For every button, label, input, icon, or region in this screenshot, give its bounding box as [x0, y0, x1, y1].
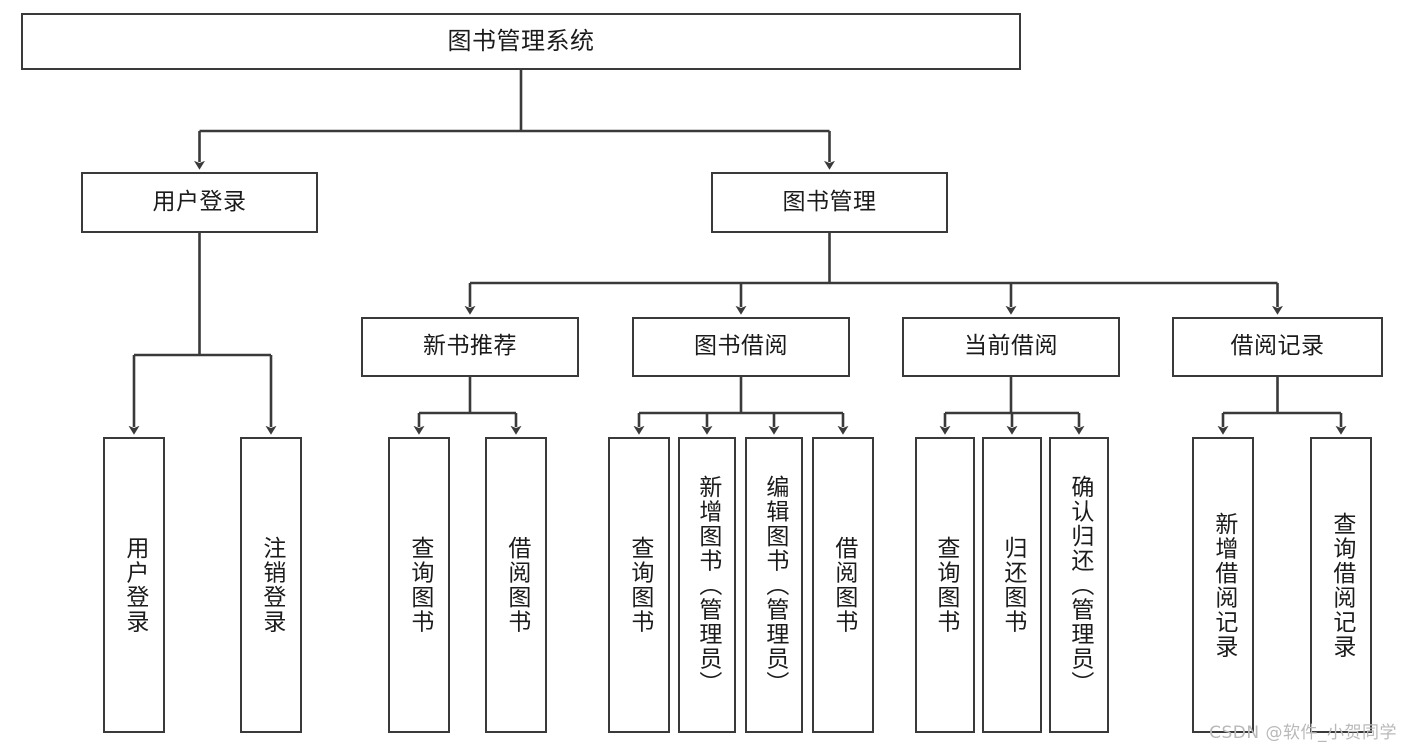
node-leaf-borrow-add[interactable]: 新增图书（管理员） — [678, 437, 736, 733]
node-leaf-cur-return[interactable]: 归还图书 — [982, 437, 1042, 733]
node-leaf-rec-search[interactable]: 查询借阅记录 — [1310, 437, 1372, 733]
node-current-borrow[interactable]: 当前借阅 — [902, 317, 1120, 377]
node-leaf-cur-query-label: 查询图书 — [932, 536, 959, 634]
node-leaf-cur-return-label: 归还图书 — [999, 536, 1026, 634]
node-leaf-rec-query-label: 查询图书 — [406, 536, 433, 634]
watermark: CSDN @软件_小贺同学 — [1209, 723, 1397, 743]
node-user-login[interactable]: 用户登录 — [81, 172, 318, 233]
node-leaf-rec-search-label: 查询借阅记录 — [1328, 511, 1355, 659]
node-user-login-label: 用户登录 — [152, 188, 247, 215]
node-leaf-borrow-query[interactable]: 查询图书 — [608, 437, 670, 733]
node-new-book-rec[interactable]: 新书推荐 — [361, 317, 579, 377]
node-leaf-cur-confirm[interactable]: 确认归还（管理员） — [1049, 437, 1109, 733]
node-borrow-record[interactable]: 借阅记录 — [1172, 317, 1383, 377]
node-borrow-record-label: 借阅记录 — [1230, 333, 1325, 360]
node-leaf-borrow-edit-label: 编辑图书（管理员） — [761, 474, 788, 696]
node-leaf-rec-query[interactable]: 查询图书 — [388, 437, 450, 733]
node-leaf-logout[interactable]: 注销登录 — [240, 437, 302, 733]
node-leaf-user-login[interactable]: 用户登录 — [103, 437, 165, 733]
node-leaf-borrow-do-label: 借阅图书 — [830, 536, 857, 634]
node-book-manage-label: 图书管理 — [782, 188, 877, 215]
node-leaf-rec-add-label: 新增借阅记录 — [1210, 511, 1237, 659]
node-leaf-logout-label: 注销登录 — [258, 536, 285, 634]
node-leaf-user-login-label: 用户登录 — [121, 536, 148, 634]
node-leaf-rec-borrow-label: 借阅图书 — [503, 536, 530, 634]
node-leaf-cur-query[interactable]: 查询图书 — [915, 437, 975, 733]
node-leaf-borrow-do[interactable]: 借阅图书 — [812, 437, 874, 733]
node-leaf-rec-borrow[interactable]: 借阅图书 — [485, 437, 547, 733]
node-leaf-borrow-add-label: 新增图书（管理员） — [694, 474, 721, 696]
node-root[interactable]: 图书管理系统 — [21, 13, 1021, 70]
node-leaf-rec-add[interactable]: 新增借阅记录 — [1192, 437, 1254, 733]
node-current-borrow-label: 当前借阅 — [964, 333, 1058, 360]
node-root-label: 图书管理系统 — [447, 27, 595, 56]
node-leaf-borrow-query-label: 查询图书 — [626, 536, 653, 634]
node-new-book-rec-label: 新书推荐 — [423, 333, 517, 360]
node-leaf-cur-confirm-label: 确认归还（管理员） — [1066, 474, 1093, 696]
node-book-manage[interactable]: 图书管理 — [711, 172, 948, 233]
node-book-borrow[interactable]: 图书借阅 — [632, 317, 850, 377]
node-book-borrow-label: 图书借阅 — [694, 333, 788, 360]
node-leaf-borrow-edit[interactable]: 编辑图书（管理员） — [745, 437, 803, 733]
